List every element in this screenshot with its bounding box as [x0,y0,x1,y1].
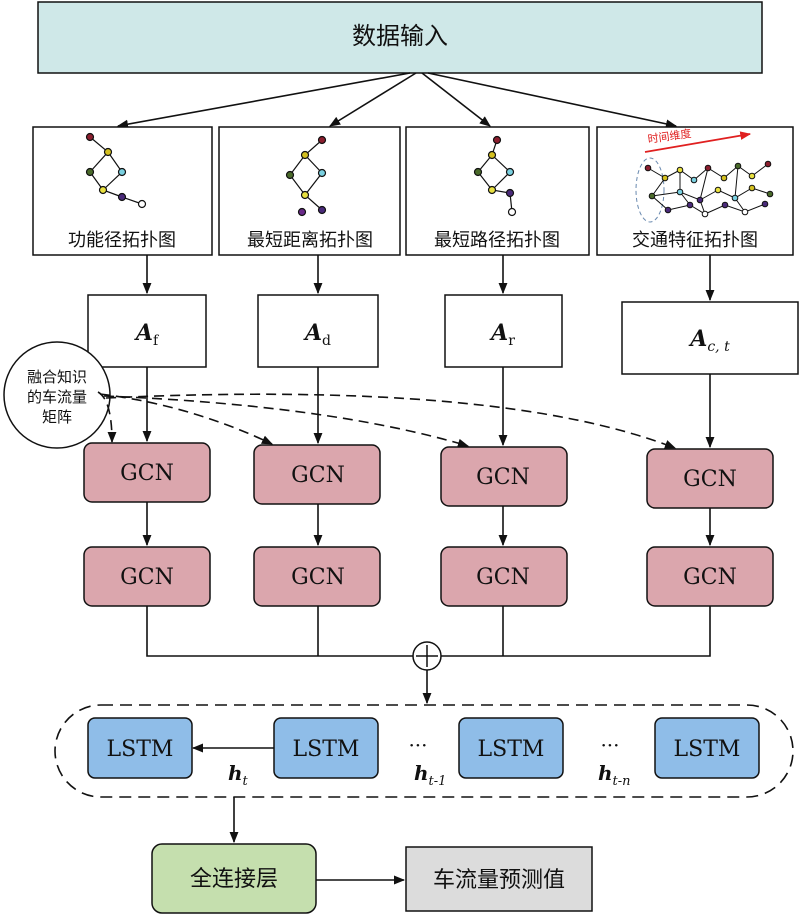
hidden-ht-sub: t [243,774,249,789]
knowledge-matrix-node: 融合知识 的车流量 矩阵 [3,341,111,449]
topology-traffic-label: 交通特征拓扑图 [632,230,758,251]
matrix-af-main: A [134,320,153,346]
time-dimension-label: 时间维度 [647,126,693,146]
lstm-label: LSTM [107,737,174,762]
gcn-box [440,446,568,507]
lstm-label: LSTM [478,737,545,762]
graph-icon [85,132,147,209]
topology-functional: 功能径拓扑图 [32,126,213,256]
matrix-af-sub: f [153,333,160,349]
lstm-box [654,717,760,779]
time-arrow [644,131,752,153]
traffic-graph-icon [635,157,774,223]
gcn-box [440,546,568,607]
output-label: 车流量预测值 [433,868,565,893]
gcn-layer-1: GCN GCN GCN GCN [83,442,774,509]
fc-label: 全连接层 [190,867,278,892]
gcn-box [253,444,381,505]
knowledge-dashed-arrows [97,391,677,449]
graph-icon [473,135,517,217]
gcn-label: GCN [291,463,345,488]
svg-text:ht-1: ht-1 [414,761,446,789]
gcn-label: GCN [683,467,737,492]
gcn-to-gcn-arrows [142,502,715,547]
graph-icon [285,135,327,217]
svg-text:Af: Af [134,320,160,349]
gcn-layer-2: GCN GCN GCN GCN [83,546,774,607]
topology-functional-label: 功能径拓扑图 [68,230,176,251]
svg-text:Ad: Ad [303,320,331,349]
lstm-ellipsis-2: ··· [600,733,619,757]
data-input-label: 数据输入 [352,22,448,50]
matrix-ar: Ar [444,294,563,368]
hidden-htn-sub: t-n [613,774,631,789]
matrix-ar-main: A [489,320,508,346]
matrix-ad-main: A [303,320,322,346]
matrix-ar-sub: r [508,333,515,349]
fc-layer: 全连接层 [151,843,317,914]
hidden-ht-main: h [228,761,243,785]
sum-node [412,641,442,671]
topology-path-label: 最短路径拓扑图 [434,230,560,251]
output-box: 车流量预测值 [405,846,593,912]
matrix-to-gcn-arrows [142,367,715,449]
lstm-label: LSTM [674,737,741,762]
merge-lines [146,606,711,705]
topology-traffic: 时间维度 [596,126,794,256]
input-arrows [116,72,678,129]
topology-to-matrix-arrows [142,255,715,302]
svg-text:Ar: Ar [489,320,515,349]
svg-text:ht-n: ht-n [598,761,631,789]
gcn-label: GCN [291,565,345,590]
matrix-ad: Ad [257,294,379,368]
hidden-ht1-main: h [414,761,429,785]
gcn-label: GCN [476,465,530,490]
lstm-container [54,704,794,798]
lstm-cells: LSTM LSTM LSTM LSTM [87,717,760,779]
data-input-box [37,1,763,74]
lstm-box [458,717,564,779]
knowledge-line-1: 融合知识 [27,368,87,386]
hidden-ht1-sub: t-1 [429,774,447,789]
matrix-act-main: A [688,326,707,352]
matrix-af: Af [87,294,207,368]
gcn-label: GCN [120,565,174,590]
topology-distance: 最短距离拓扑图 [218,126,401,256]
gcn-box [253,546,381,607]
lstm-label: LSTM [293,737,360,762]
gcn-label: GCN [120,461,174,486]
gcn-label: GCN [683,565,737,590]
lstm-ellipsis-1: ··· [408,733,427,757]
hidden-htn-main: h [598,761,613,785]
knowledge-line-2: 的车流量 [27,388,87,406]
gcn-label: GCN [476,565,530,590]
matrix-act: Ac, t [621,301,799,375]
topology-distance-label: 最短距离拓扑图 [247,230,373,251]
matrix-ad-sub: d [322,333,331,349]
knowledge-line-3: 矩阵 [42,408,72,426]
matrix-act-sub: c, t [707,339,730,355]
topology-path: 最短路径拓扑图 [405,126,590,256]
svg-text:ht: ht [228,761,249,789]
svg-text:Ac, t: Ac, t [688,326,730,355]
